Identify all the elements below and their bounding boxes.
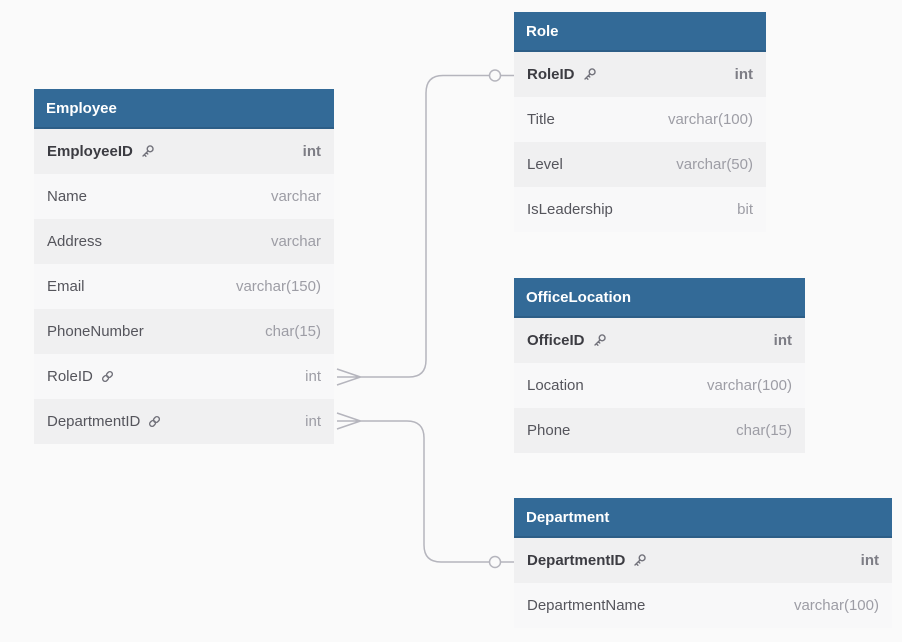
column-row-address[interactable]: Address varchar [34,219,334,264]
column-name: PhoneNumber [47,323,144,340]
relationship-employee-role[interactable] [336,69,514,386]
column-row-phone[interactable]: Phone char(15) [514,408,805,453]
column-type: varchar [270,233,321,250]
link-icon [149,415,161,428]
column-row-departmentid[interactable]: DepartmentID int [514,538,892,583]
column-name: Email [47,278,85,295]
column-type: varchar(50) [676,156,753,173]
column-row-level[interactable]: Level varchar(50) [514,142,766,187]
column-type: int [305,368,321,385]
column-type: varchar(150) [235,278,321,295]
column-type: varchar [270,188,321,205]
circle-one-marker [488,555,502,569]
column-name: DepartmentID [47,413,141,430]
circle-one-marker [488,69,502,82]
table-title: Role [526,22,559,40]
column-type: int [773,332,792,349]
relationship-employee-department[interactable] [336,412,514,569]
column-row-phonenumber[interactable]: PhoneNumber char(15) [34,309,334,354]
column-name: OfficeID [527,332,585,349]
table-title: OfficeLocation [526,288,632,306]
column-row-title[interactable]: Title varchar(100) [514,97,766,142]
column-type: int [860,552,879,569]
crow-foot-many-marker [336,412,361,430]
link-icon [101,370,113,383]
relationship-line[interactable] [360,420,490,563]
key-icon [634,554,647,566]
column-name: RoleID [47,368,93,385]
column-name: Phone [527,422,571,439]
column-row-departmentname[interactable]: DepartmentName varchar(100) [514,583,892,628]
column-row-roleid[interactable]: RoleID int [34,354,334,399]
column-name: DepartmentName [527,597,646,614]
column-row-email[interactable]: Email varchar(150) [34,264,334,309]
column-type: int [734,66,753,83]
column-type: varchar(100) [706,377,792,394]
column-type: bit [737,201,753,218]
column-row-officeid[interactable]: OfficeID int [514,318,805,363]
column-row-name[interactable]: Name varchar [34,174,334,219]
table-title: Employee [46,99,117,117]
column-type: varchar(100) [793,597,879,614]
column-row-employeeid[interactable]: EmployeeID int [34,129,334,174]
table-header[interactable]: Role [514,12,766,52]
column-row-departmentid[interactable]: DepartmentID int [34,399,334,444]
column-row-isleadership[interactable]: IsLeadership bit [514,187,766,232]
column-type: varchar(100) [667,111,753,128]
column-name: Location [527,377,584,394]
table-header[interactable]: OfficeLocation [514,278,805,318]
table-header[interactable]: Department [514,498,892,538]
relationship-line[interactable] [360,74,490,378]
column-type: char(15) [265,323,321,340]
key-icon [593,334,606,346]
crow-foot-many-marker [336,368,361,386]
key-icon [142,145,154,157]
table-title: Department [526,508,610,526]
column-name: IsLeadership [527,201,613,218]
key-icon [583,68,596,80]
column-name: Name [47,188,88,205]
column-type: int [305,413,321,430]
column-row-location[interactable]: Location varchar(100) [514,363,805,408]
column-name: Title [527,111,555,128]
column-type: int [302,143,321,160]
column-name: Level [527,156,563,173]
column-name: RoleID [527,66,575,83]
column-type: char(15) [736,422,792,439]
table-header[interactable]: Employee [34,89,334,129]
column-row-roleid[interactable]: RoleID int [514,52,766,97]
column-name: EmployeeID [47,143,133,160]
column-name: DepartmentID [527,552,626,569]
column-name: Address [47,233,103,250]
